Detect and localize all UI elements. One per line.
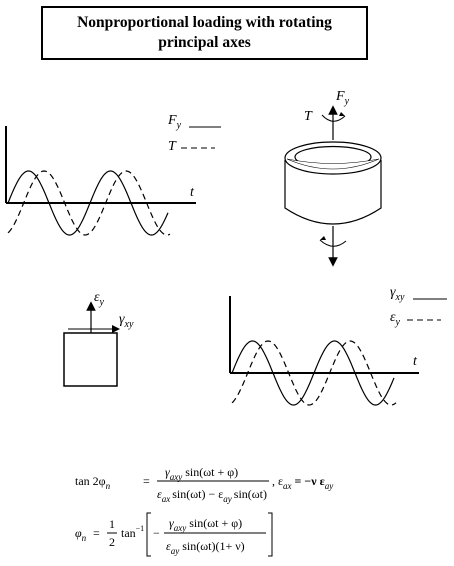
cylinder-specimen: Fy T: [284, 89, 382, 267]
top-plot-force-curve: [7, 170, 169, 236]
bottom-plot-t-label: t: [413, 354, 418, 369]
cylinder-body: [284, 160, 382, 225]
top-plot: t Fy T: [5, 113, 221, 236]
title-box: Nonproportional loading with rotating pr…: [41, 6, 368, 60]
top-plot-t-label: t: [190, 185, 195, 200]
eq2-left-bracket: [146, 512, 151, 557]
shear-strain-label: γxy: [119, 312, 134, 330]
cylinder-top-band: [286, 158, 380, 170]
eq1-tail: , εax = −ν εay: [272, 474, 333, 491]
bottom-legend-normal-label: εy: [390, 310, 401, 328]
bottom-plot-normal-curve: [231, 340, 397, 406]
normal-strain-label: εy: [94, 290, 105, 308]
top-plot-torque-curve: [7, 170, 171, 236]
bottom-legend-shear-label: γxy: [390, 285, 405, 303]
strain-element: εy γxy: [63, 290, 134, 387]
eq2-function: tan−1: [121, 524, 144, 540]
torque-arrow-bottom: [319, 239, 347, 247]
torque-arrow-top: [321, 114, 346, 122]
element-square: [63, 332, 118, 387]
top-legend-torque-label: T: [168, 139, 177, 154]
torque-label: T: [304, 109, 313, 124]
eq2-half-denominator: 2: [109, 535, 115, 549]
eq2-right-bracket: [268, 512, 273, 557]
top-legend-force-label: Fy: [167, 113, 182, 131]
title-line-2: principal axes: [158, 34, 251, 51]
torque-arrow-bottom-head: [320, 236, 326, 240]
eq2-half-numerator: 1: [109, 517, 115, 531]
eq2-equals: =: [93, 526, 100, 540]
eq1-lhs: tan 2φn: [75, 474, 111, 491]
bottom-plot-legend: γxy εy: [390, 285, 447, 328]
eq1-equals: =: [143, 474, 150, 488]
bottom-plot-shear-curve: [231, 340, 395, 406]
top-plot-legend: Fy T: [167, 113, 221, 154]
title-line-1: Nonproportional loading with rotating: [77, 14, 332, 31]
eq2-lhs: φn: [75, 526, 87, 543]
eq2-minus: −: [153, 526, 160, 540]
force-label: Fy: [335, 89, 350, 107]
bottom-plot: t γxy εy: [229, 285, 447, 406]
torque-arrow-top-head: [339, 112, 345, 116]
